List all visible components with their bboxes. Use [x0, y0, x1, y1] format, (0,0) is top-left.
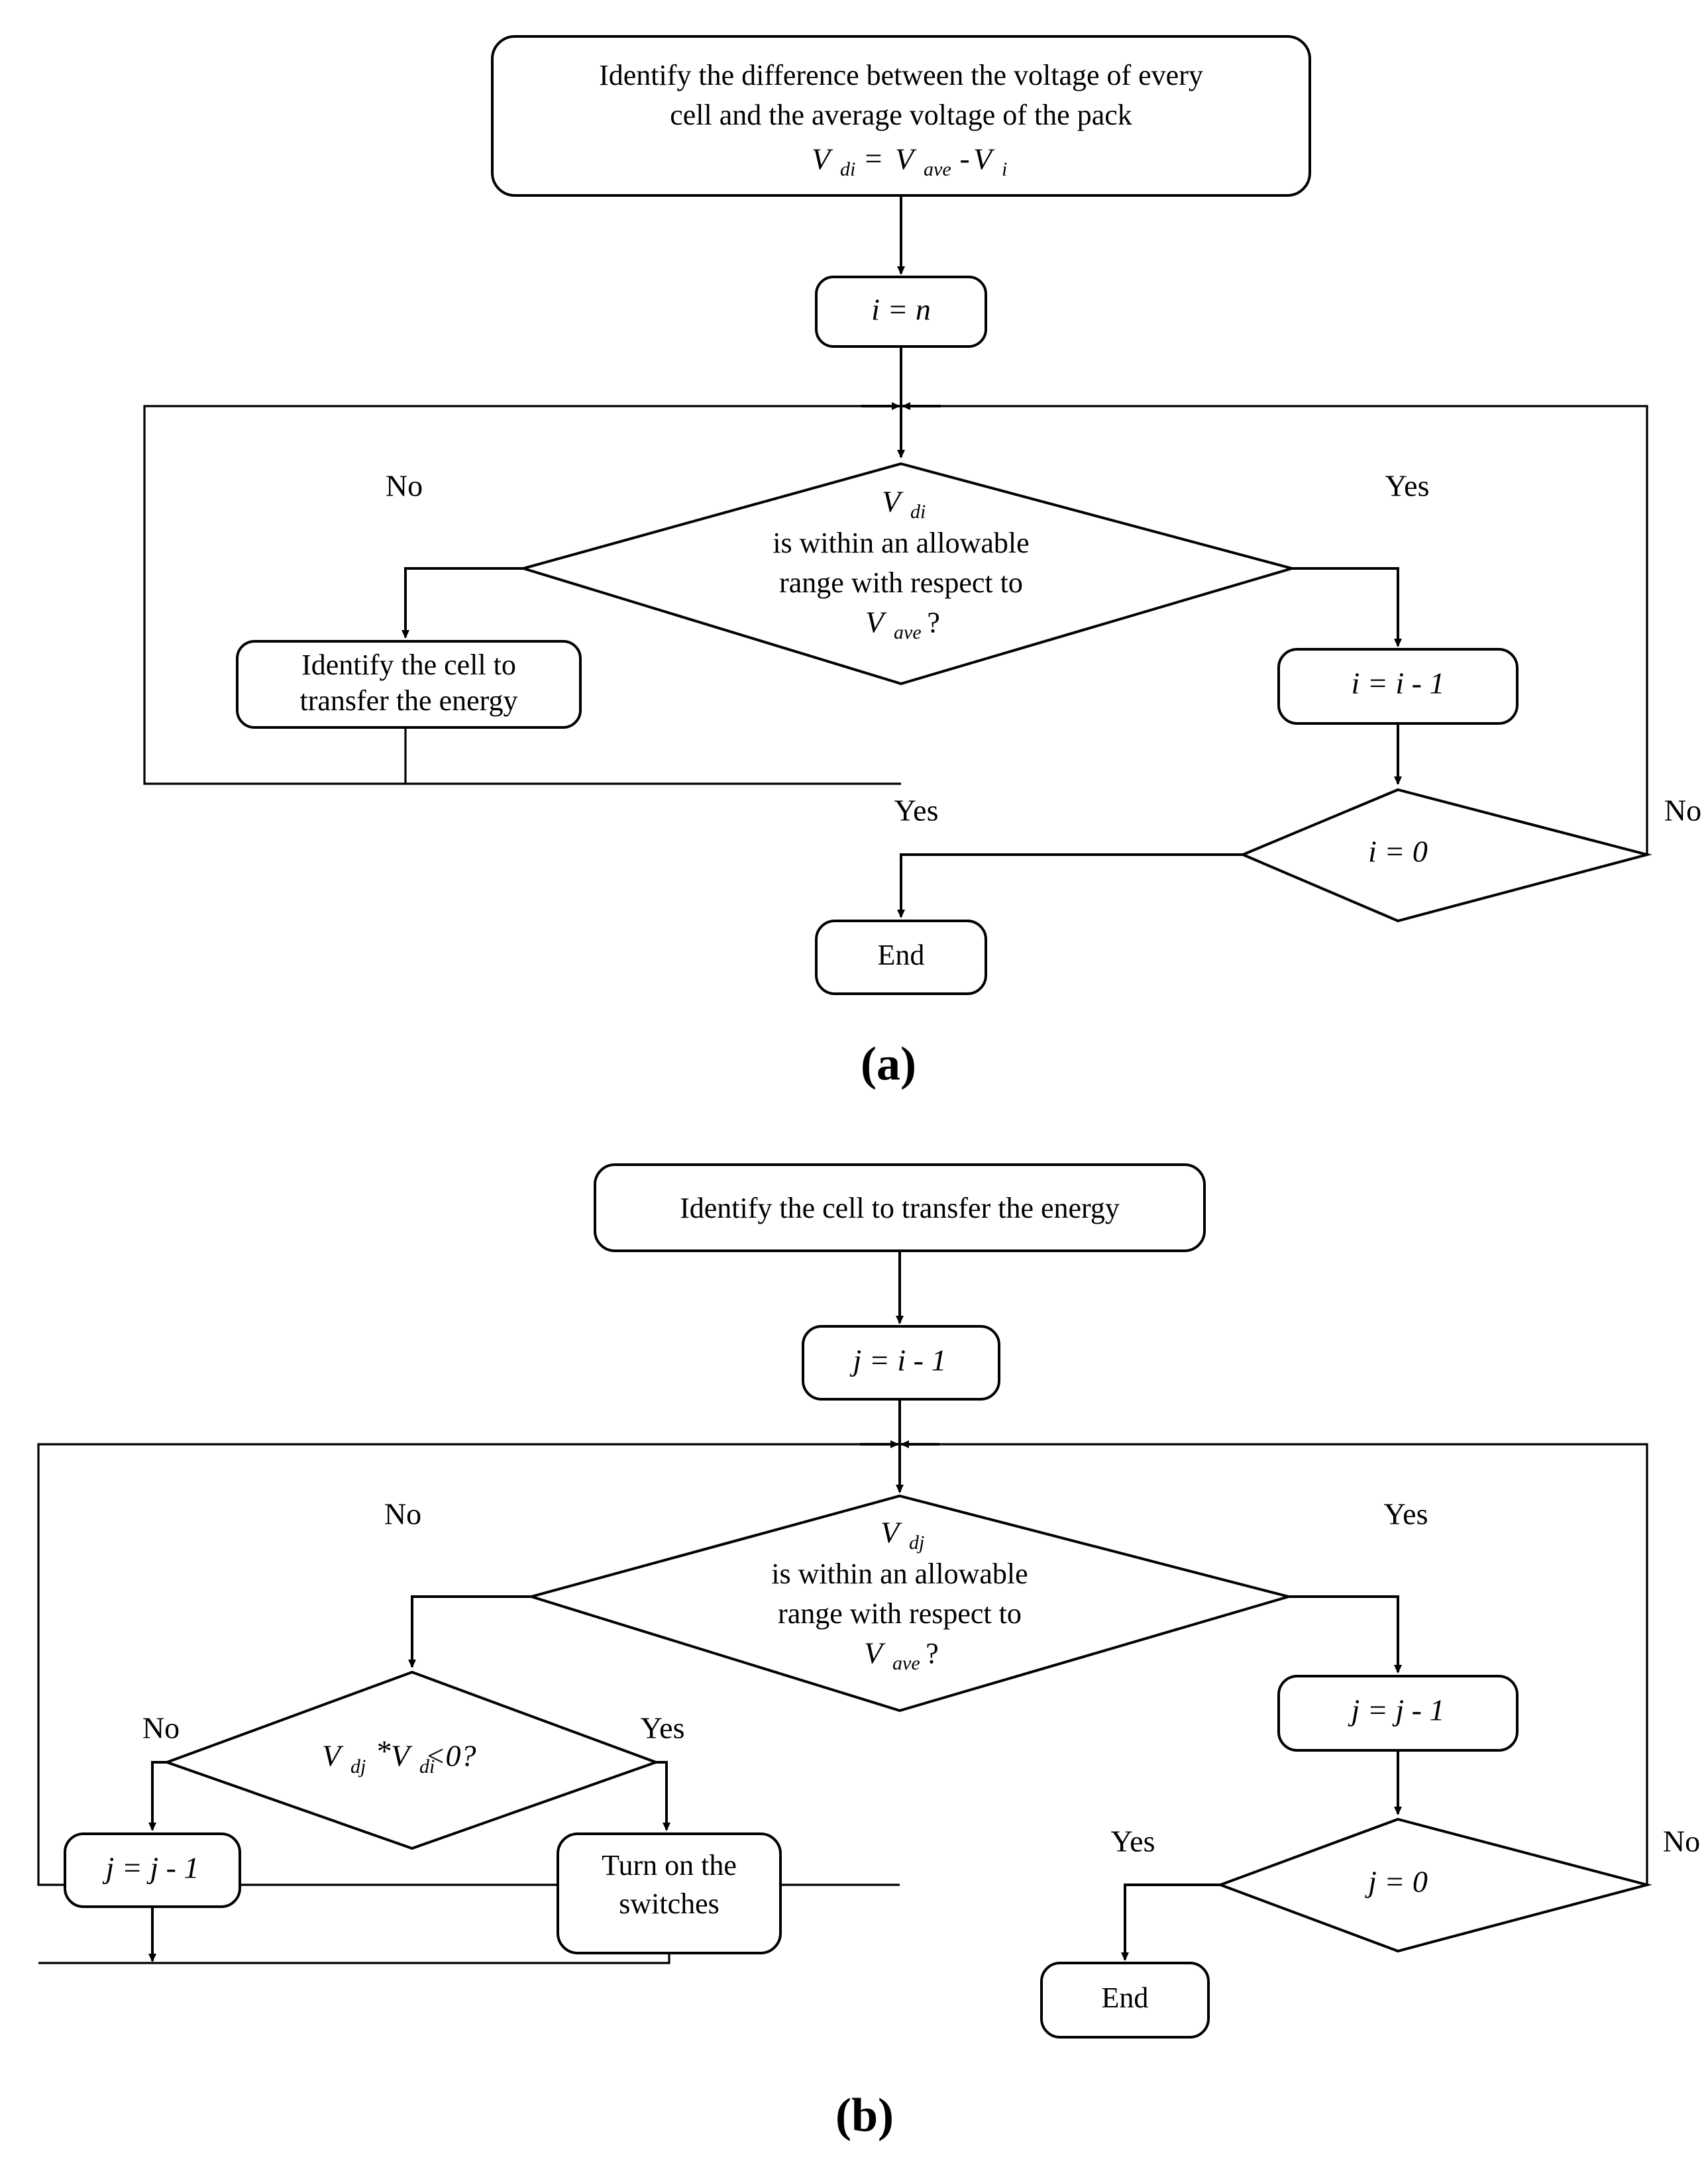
node-b-end — [1040, 1962, 1210, 2039]
node-b-switches-line2: switches — [619, 1887, 720, 1920]
decision1-line3: range with respect to — [779, 566, 1023, 599]
node-a-start-formula: V di = V ave - V i — [812, 142, 1007, 180]
loop-rect-b-right — [900, 1443, 1648, 1885]
formula-op1: = — [863, 142, 883, 176]
node-a-start-line2: cell and the average voltage of the pack — [670, 99, 1132, 131]
node-a-decision1 — [518, 462, 1297, 686]
node-b-decision2 — [1216, 1817, 1652, 1953]
node-b-end-label: End — [1102, 1982, 1149, 2014]
edge-b-d1-yes — [1289, 1595, 1402, 1673]
sign-cmp: <0? — [425, 1739, 476, 1773]
node-b-decrement-right-label: j = j - 1 — [1348, 1693, 1445, 1727]
b-decision1-var-bot-sub: ave — [892, 1652, 920, 1674]
formula-rhs2: V — [973, 142, 995, 176]
edge-label-b-d2-no: No — [1663, 1825, 1700, 1858]
edge-label-b-d1-no: No — [384, 1497, 421, 1531]
edge-a-d1-no — [401, 567, 523, 639]
node-a-decrement-label: i = i - 1 — [1352, 666, 1445, 700]
formula-lhs-sub: di — [840, 158, 855, 180]
decision1-var-top: V — [882, 485, 904, 519]
panel-a-caption: (a) — [861, 1037, 916, 1090]
b-decision1-var-bot-suffix: ? — [926, 1637, 939, 1670]
node-b-decision1-text: V dj is within an allowable range with r… — [771, 1516, 1028, 1674]
b-decision1-line3: range with respect to — [778, 1597, 1022, 1630]
edge-b-d2-yes — [1121, 1883, 1220, 1961]
edge-label-a-d1-yes: Yes — [1385, 469, 1430, 503]
loop-rect-a-left — [143, 405, 901, 785]
edge-label-a-d2-yes: Yes — [894, 794, 939, 827]
edge-b-switches-to-loopback — [154, 1953, 670, 1964]
node-b-decision-sign-text: V dj * V di <0? — [322, 1734, 476, 1777]
b-decision1-var-top-sub: dj — [909, 1532, 924, 1554]
node-a-decision2 — [1239, 788, 1652, 923]
node-b-init-label: j = i - 1 — [850, 1344, 947, 1377]
edge-label-a-d2-no: No — [1664, 794, 1701, 827]
decision1-var-top-sub: di — [910, 501, 926, 523]
node-b-start-label: Identify the cell to transfer the energy — [680, 1192, 1120, 1224]
edge-label-b-sign-yes: Yes — [641, 1711, 685, 1745]
formula-rhs2-sub: i — [1002, 158, 1007, 180]
decision1-var-bot: V — [865, 606, 887, 639]
edge-b-sign-yes — [656, 1761, 670, 1831]
b-decision1-var-bot: V — [864, 1636, 886, 1670]
node-a-decision1-text: V di is within an allowable range with r… — [773, 485, 1029, 643]
formula-op2: - — [959, 142, 969, 176]
decision1-var-bot-sub: ave — [894, 621, 922, 643]
b-decision1-line2: is within an allowable — [771, 1558, 1028, 1590]
node-a-start-line1: Identify the difference between the volt… — [599, 59, 1203, 91]
sign-b-sub: di — [419, 1756, 435, 1777]
node-b-decision2-label: j = 0 — [1365, 1865, 1428, 1899]
decision1-var-bot-suffix: ? — [927, 606, 940, 639]
node-a-init-label: i = n — [871, 293, 931, 327]
edge-a-d2-yes — [897, 853, 1243, 918]
sign-a-sub: dj — [350, 1756, 366, 1777]
formula-rhs1-sub: ave — [924, 158, 951, 180]
edge-label-b-d1-yes: Yes — [1384, 1497, 1428, 1531]
node-a-identify-cell-line2: transfer the energy — [299, 684, 517, 717]
edge-label-a-d1-no: No — [386, 469, 423, 503]
loop-rect-b-left — [37, 1443, 900, 1886]
node-b-switches-line1: Turn on the — [602, 1849, 737, 1882]
node-b-decrement-left-label: j = j - 1 — [103, 1851, 199, 1885]
edge-a-d1-yes — [1292, 567, 1402, 647]
edge-b-d1-no — [408, 1595, 531, 1668]
sign-a: V — [322, 1739, 344, 1773]
panel-b-caption: (b) — [835, 2089, 894, 2142]
node-a-end — [815, 920, 987, 995]
node-a-end-label: End — [878, 939, 925, 971]
node-b-decision-sign — [163, 1670, 660, 1850]
formula-lhs: V — [812, 142, 833, 176]
node-a-identify-cell — [236, 640, 582, 729]
edge-label-b-d2-yes: Yes — [1111, 1825, 1155, 1858]
edge-label-b-sign-no: No — [142, 1711, 180, 1745]
sign-star: * — [376, 1734, 391, 1768]
b-decision1-var-top: V — [881, 1516, 902, 1550]
sign-b: V — [391, 1739, 413, 1773]
loop-rect-a-right — [901, 405, 1648, 855]
node-a-identify-cell-line1: Identify the cell to — [301, 649, 516, 681]
edge-b-sign-no — [148, 1761, 167, 1831]
node-b-decision1 — [526, 1494, 1294, 1713]
formula-rhs1: V — [895, 142, 917, 176]
node-a-decision2-label: i = 0 — [1368, 835, 1428, 869]
decision1-line2: is within an allowable — [773, 527, 1029, 559]
